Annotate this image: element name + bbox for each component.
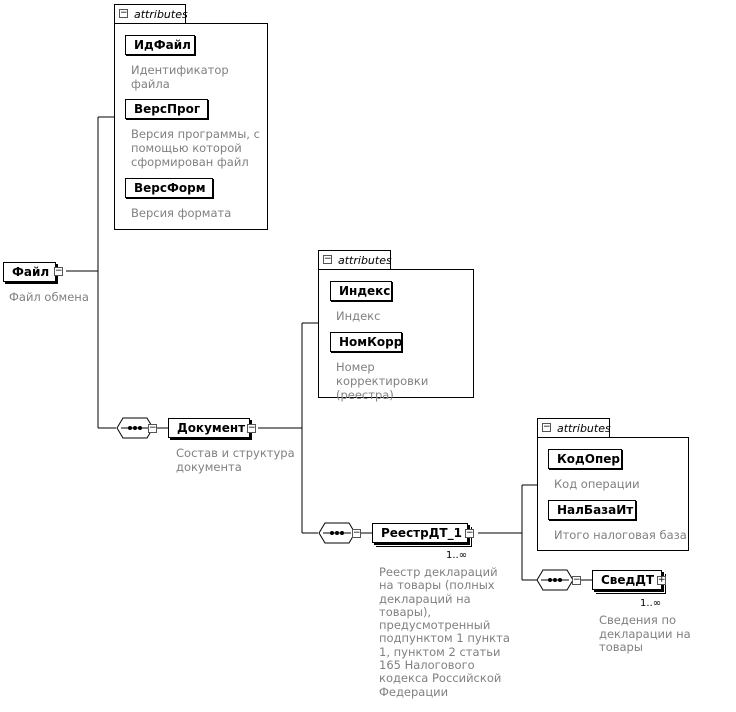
- attributes-tab[interactable]: − attributes: [318, 250, 392, 270]
- collapse-icon[interactable]: −: [352, 528, 361, 538]
- attribute-name: Индекс: [339, 284, 391, 298]
- attribute-name: НомКорр: [339, 335, 403, 349]
- attributes-tab[interactable]: − attributes: [537, 418, 611, 438]
- details-cardinality: 1..∞: [640, 598, 662, 609]
- details-element[interactable]: СведДТ: [592, 570, 666, 594]
- collapse-icon[interactable]: −: [247, 423, 256, 433]
- attributes-tab[interactable]: − attributes: [114, 4, 188, 24]
- document-element-name: Документ: [177, 421, 246, 435]
- sequence-icon: [318, 522, 356, 544]
- attribute-versform[interactable]: ВерсФорм: [125, 178, 213, 198]
- registry-element-name: РеестрДТ_1: [381, 526, 462, 540]
- root-description: Файл обмена: [9, 290, 89, 304]
- details-description: Сведения по декларации на товары: [599, 613, 691, 654]
- details-element-name: СведДТ: [601, 573, 655, 587]
- attribute-index[interactable]: Индекс: [330, 281, 392, 301]
- document-element[interactable]: Документ: [168, 418, 250, 438]
- attribute-name: ВерсПрог: [134, 102, 201, 116]
- attribute-name: КодОпер: [557, 452, 620, 466]
- registry-cardinality: 1..∞: [446, 550, 468, 561]
- registry-element[interactable]: РеестрДТ_1: [372, 523, 472, 547]
- root-element-name: Файл: [12, 265, 50, 279]
- sequence-icon: [116, 417, 154, 439]
- attribute-nomkorr[interactable]: НомКорр: [330, 332, 402, 352]
- attribute-name: ИдФайл: [134, 38, 191, 52]
- attribute-description: Код операции: [554, 477, 640, 491]
- collapse-icon[interactable]: −: [323, 254, 332, 264]
- attribute-nalbazait[interactable]: НалБазаИт: [548, 500, 636, 520]
- attributes-label: attributes: [134, 8, 188, 21]
- document-description: Состав и структура документа: [176, 446, 295, 474]
- attribute-name: ВерсФорм: [134, 181, 206, 195]
- attribute-name: НалБазаИт: [557, 503, 634, 517]
- attribute-description: Версия формата: [131, 206, 232, 220]
- collapse-icon[interactable]: −: [54, 266, 63, 276]
- attribute-kodoper[interactable]: КодОпер: [548, 449, 622, 469]
- collapse-icon[interactable]: −: [465, 528, 474, 538]
- attributes-label: attributes: [338, 254, 392, 267]
- expand-icon[interactable]: +: [657, 575, 666, 585]
- sequence-icon: [536, 569, 574, 591]
- collapse-icon[interactable]: −: [148, 423, 157, 433]
- attribute-description: Итого налоговая база: [554, 528, 687, 542]
- collapse-icon[interactable]: −: [572, 575, 581, 585]
- attribute-description: Номер корректировки (реестра): [336, 360, 429, 402]
- attributes-label: attributes: [557, 422, 611, 435]
- attribute-description: Индекс: [336, 309, 381, 323]
- attribute-description: Версия программы, с помощью которой сфор…: [131, 127, 260, 169]
- attribute-description: Идентификатор файла: [131, 63, 229, 91]
- attribute-idfile[interactable]: ИдФайл: [125, 35, 195, 55]
- collapse-icon[interactable]: −: [119, 8, 128, 18]
- registry-description: Реестр деклараций на товары (полных декл…: [379, 565, 510, 699]
- collapse-icon[interactable]: −: [542, 422, 551, 432]
- root-element[interactable]: Файл: [3, 262, 56, 282]
- attribute-versprog[interactable]: ВерсПрог: [125, 99, 208, 119]
